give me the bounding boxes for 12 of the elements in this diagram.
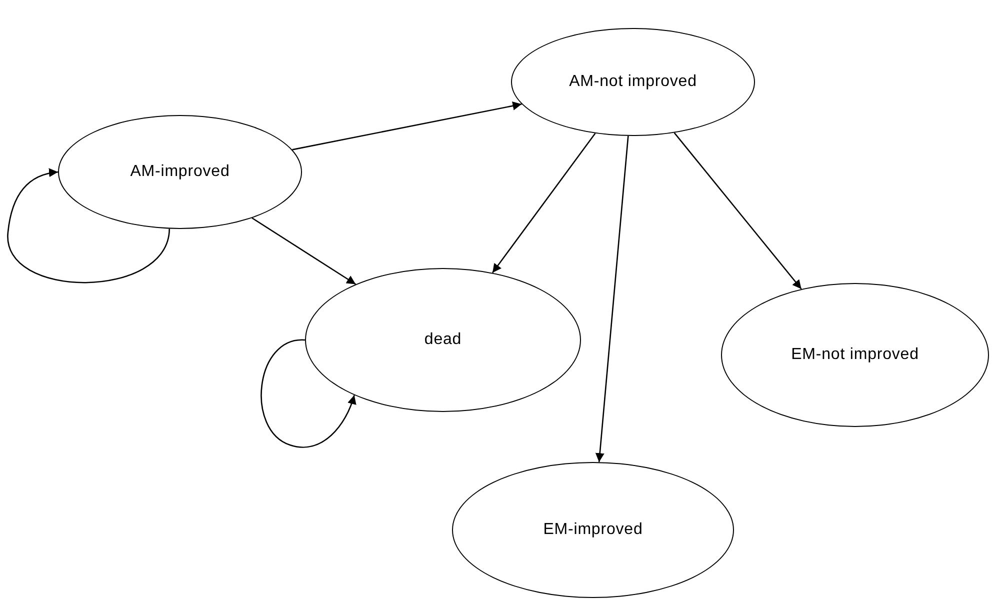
arrow bbox=[292, 101, 522, 150]
state-label: AM-not improved bbox=[569, 72, 697, 92]
arrow bbox=[595, 136, 629, 462]
state-label: AM-improved bbox=[130, 162, 230, 182]
state-label: EM-not improved bbox=[791, 345, 919, 365]
arrow bbox=[7, 168, 170, 284]
arrow bbox=[674, 132, 802, 290]
arrow bbox=[252, 217, 356, 285]
arrow bbox=[260, 339, 356, 448]
state-label: EM-improved bbox=[543, 520, 643, 540]
state-label: dead bbox=[424, 330, 462, 350]
arrow bbox=[492, 132, 596, 274]
